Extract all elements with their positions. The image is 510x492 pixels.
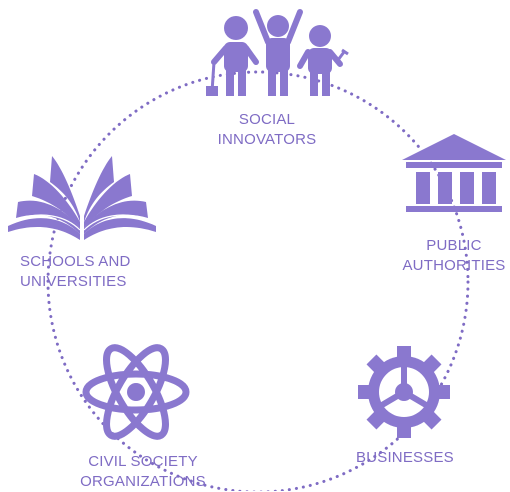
civil-society-line-1: CIVIL SOCIETY	[88, 453, 198, 470]
schools-line-2: UNIVERSITIES	[20, 273, 127, 290]
schools-universities-label: SCHOOLS AND UNIVERSITIES	[20, 252, 131, 292]
people-icon	[206, 9, 349, 96]
businesses-label: BUSINESSES	[356, 448, 454, 468]
businesses-line-1: BUSINESSES	[356, 449, 454, 466]
government-building-icon	[402, 134, 506, 212]
public-authorities-label: PUBLIC AUTHORITIES	[400, 236, 508, 276]
social-innovators-line-1: SOCIAL	[238, 111, 296, 128]
gear-icon	[358, 346, 450, 438]
social-innovators-line-2: INNOVATORS	[217, 131, 317, 148]
civil-society-label: CIVIL SOCIETY ORGANIZATIONS	[74, 452, 212, 492]
civil-society-line-2: ORGANIZATIONS	[80, 473, 206, 490]
atom-icon	[82, 344, 190, 440]
social-innovators-label: SOCIAL INNOVATORS	[217, 110, 317, 150]
open-book-icon	[8, 156, 156, 240]
public-authorities-line-1: PUBLIC	[426, 237, 482, 254]
public-authorities-line-2: AUTHORITIES	[402, 257, 506, 274]
schools-line-1: SCHOOLS AND	[20, 253, 131, 270]
